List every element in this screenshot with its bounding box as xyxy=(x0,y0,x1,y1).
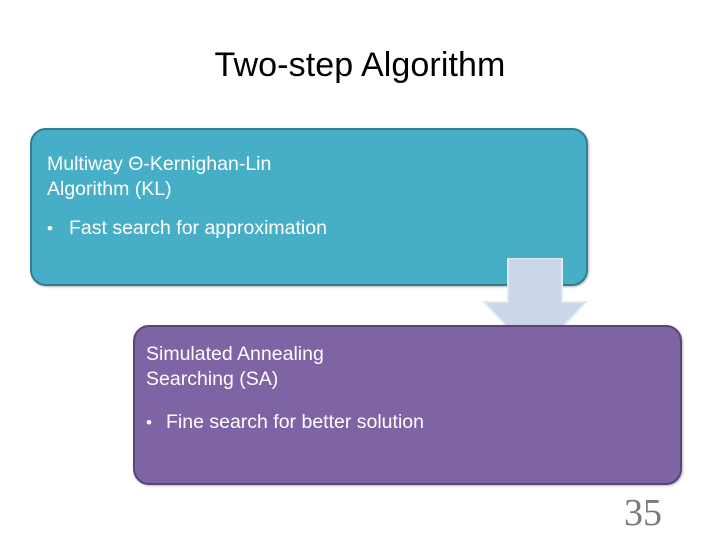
bullet-point-icon: • xyxy=(146,413,152,432)
step-sa-heading-line-1: Simulated Annealing xyxy=(146,343,324,365)
step-box-sa-content: Simulated Annealing Searching (SA) • Fin… xyxy=(135,327,680,435)
slide-page-number: 35 xyxy=(624,492,662,534)
step-kl-heading-line-2: Algorithm (KL) xyxy=(47,178,172,200)
step-kl-bullet-text: Fast search for approximation xyxy=(69,217,327,239)
step-box-kl[interactable]: Multiway Θ-Kernighan-Lin Algorithm (KL) … xyxy=(30,128,588,286)
step-box-kl-content: Multiway Θ-Kernighan-Lin Algorithm (KL) … xyxy=(32,130,586,241)
step-kl-bullet-item: • Fast search for approximation xyxy=(47,216,570,241)
step-sa-bullet-text: Fine search for better solution xyxy=(166,411,424,433)
step-kl-heading-line-1: Multiway Θ-Kernighan-Lin xyxy=(47,153,272,175)
step-box-sa[interactable]: Simulated Annealing Searching (SA) • Fin… xyxy=(133,325,682,485)
step-sa-bullet-item: • Fine search for better solution xyxy=(146,410,664,435)
step-sa-heading-line-2: Searching (SA) xyxy=(146,368,279,390)
bullet-point-icon: • xyxy=(47,219,53,238)
page-title: Two-step Algorithm xyxy=(214,46,506,84)
